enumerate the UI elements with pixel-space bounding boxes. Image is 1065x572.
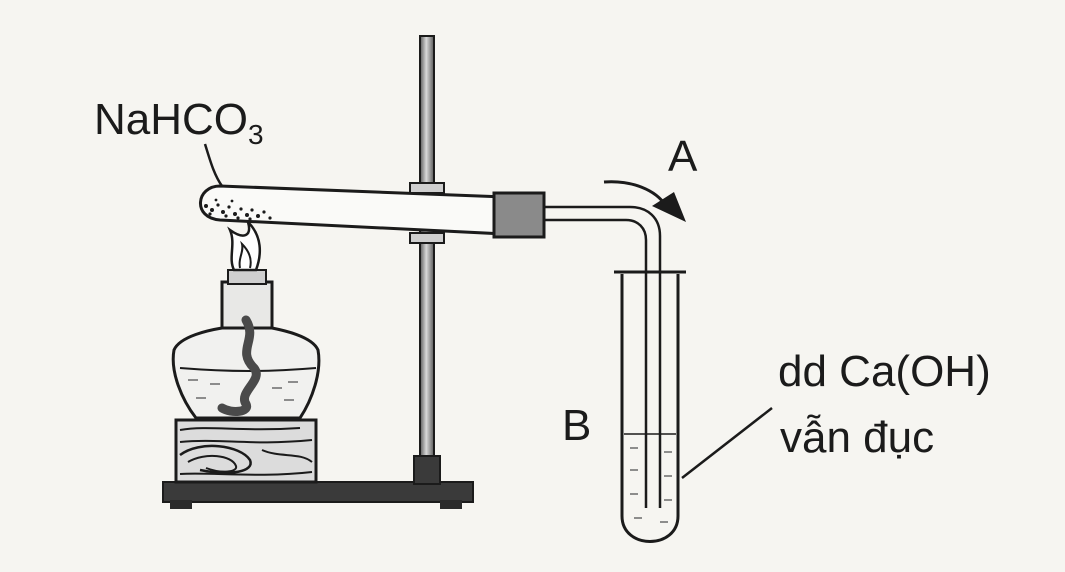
collecting-test-tube: [614, 270, 686, 543]
compound-label-main: NaHCO: [94, 95, 249, 144]
wooden-block: [174, 418, 318, 484]
tube-label-b: B: [562, 401, 592, 450]
solution-label-line1: dd Ca(OH): [778, 347, 991, 396]
stand-rod: [413, 35, 441, 485]
stand-clamp: [409, 182, 445, 244]
stand-base: [162, 481, 474, 509]
rubber-stopper: [492, 191, 546, 239]
compound-label: NaHCO3: [94, 98, 264, 149]
arrow-label-a: A: [668, 132, 698, 181]
solution-label-line2: vẫn đục: [780, 413, 935, 462]
delivery-tube: [544, 205, 662, 508]
compound-leader-line: [203, 143, 224, 187]
alcohol-lamp: [171, 217, 321, 420]
heated-test-tube: [199, 184, 507, 236]
flow-arrow: [603, 180, 686, 222]
solution-leader-line: [681, 407, 773, 479]
compound-label-subscript: 3: [248, 119, 264, 150]
